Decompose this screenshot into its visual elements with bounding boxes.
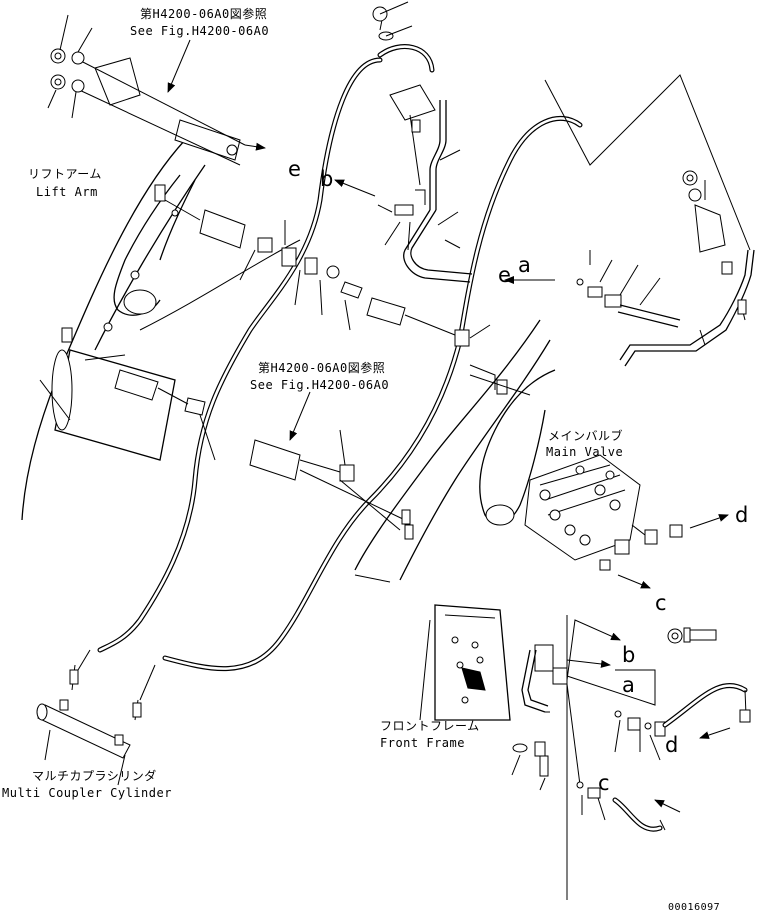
- center-lower-bracket: [249, 391, 414, 540]
- lift-arm-jp: リフトアーム: [28, 167, 102, 181]
- multi-coupler-en: Multi Coupler Cylinder: [2, 786, 172, 800]
- lift-arm-clamp: [114, 369, 216, 461]
- main-valve: [524, 454, 729, 589]
- multi-coupler-jp: マルチカプラシリンダ: [32, 768, 157, 783]
- main-valve-en: Main Valve: [546, 445, 623, 459]
- right-lift-arm: [354, 319, 556, 581]
- lift-arm-pin-hole: [123, 289, 157, 315]
- right-upper-bracket: [544, 74, 755, 367]
- see-fig-top-jp: 第H4200-06A0図参照: [140, 6, 267, 21]
- frame-fittings: [511, 627, 751, 832]
- callout-c-frame: c: [598, 771, 610, 795]
- center-upper-bracket: [389, 84, 473, 283]
- front-frame-en: Front Frame: [380, 736, 465, 750]
- callout-c-valve: c: [655, 591, 667, 615]
- center-clamp-group: [366, 297, 491, 347]
- upper-hose-loop: [372, 1, 435, 73]
- callout-d-frame: d: [665, 733, 678, 757]
- callout-b-top: b: [320, 167, 333, 191]
- see-fig-mid-jp: 第H4200-06A0図参照: [258, 360, 385, 375]
- callout-d-valve: d: [735, 503, 748, 527]
- multi-coupler-cylinder: [36, 649, 156, 786]
- see-fig-top-leader: [167, 39, 191, 93]
- right-fitting-chain: [504, 250, 681, 328]
- leader-line: [39, 379, 71, 421]
- drawing-number: 00016097: [668, 902, 720, 912]
- callout-e-right: e: [498, 263, 511, 287]
- left-clamp-group: [154, 184, 363, 331]
- lift-cylinder-body: [51, 327, 176, 461]
- callout-e-top: e: [288, 157, 301, 181]
- see-fig-mid-en: See Fig.H4200-06A0: [250, 378, 389, 392]
- callout-a-right: a: [518, 253, 531, 277]
- front-frame: [419, 604, 656, 900]
- hose-long-left: [97, 57, 383, 653]
- front-frame-jp: フロントフレーム: [380, 719, 480, 733]
- top-bracket-left: [47, 14, 266, 166]
- callout-b-frame: b: [622, 643, 635, 667]
- main-valve-jp: メインバルブ: [548, 428, 623, 443]
- hose-long-right: [162, 115, 583, 671]
- see-fig-top-en: See Fig.H4200-06A0: [130, 24, 269, 38]
- leader-line: [354, 574, 391, 583]
- lift-arm-en: Lift Arm: [36, 185, 98, 199]
- callout-a-frame: a: [622, 673, 635, 697]
- leader-line: [469, 374, 531, 396]
